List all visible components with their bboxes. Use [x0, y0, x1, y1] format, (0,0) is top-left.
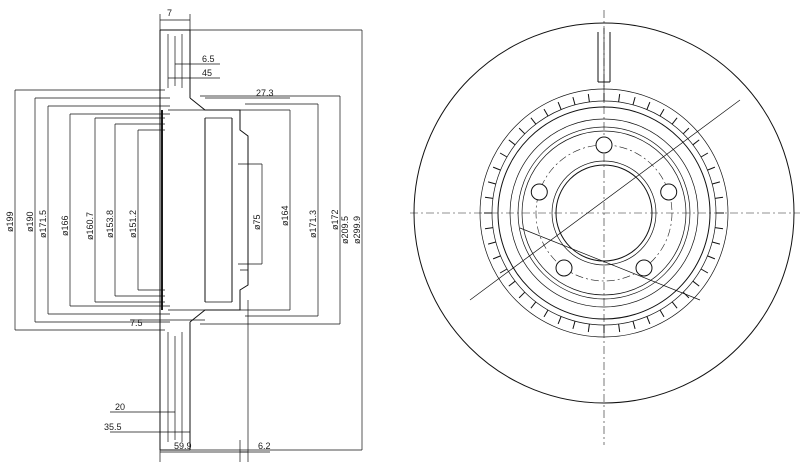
vent-slot: [671, 301, 678, 309]
dim-d171-5: ø171.5: [38, 210, 48, 238]
side-section-view: 7 6.5 45 27.3 ø199 ø190 ø171.5 ø166 ø160…: [5, 8, 363, 462]
vent-slot: [572, 96, 576, 105]
vent-slot: [714, 196, 724, 199]
vent-slot: [646, 101, 651, 110]
dim-inner-7-5: 7.5: [130, 318, 143, 328]
vent-slot: [557, 316, 562, 325]
vent-slot: [487, 241, 496, 245]
dim-bottom-35-5: 35.5: [104, 422, 122, 432]
vent-slot: [671, 117, 678, 125]
vent-slot: [499, 152, 508, 158]
dim-bottom-59-9: 59.9: [174, 441, 192, 451]
vent-slot: [518, 291, 526, 299]
centre-bore: [555, 164, 653, 262]
vent-slot: [707, 166, 716, 171]
dim-top-27-3: 27.3: [256, 88, 274, 98]
dim-d190: ø190: [25, 211, 35, 232]
vent-slot: [618, 93, 621, 103]
vent-slot: [530, 117, 537, 125]
bolt-hole: [595, 136, 613, 154]
dim-d160-7: ø160.7: [85, 212, 95, 240]
vent-slot: [484, 227, 494, 230]
vent-slot: [587, 93, 590, 103]
disc-outer-edge: [413, 22, 795, 404]
bolt-hole: [635, 259, 653, 277]
vent-slot: [508, 139, 516, 146]
dim-bottom-20: 20: [115, 402, 125, 412]
dim-top-7: 7: [167, 8, 172, 18]
vent-slot: [659, 309, 665, 318]
dim-d171-3: ø171.3: [308, 210, 318, 238]
vent-slot: [646, 316, 651, 325]
vent-slot: [682, 127, 690, 135]
bolt-holes: [530, 136, 678, 277]
vent-slot: [632, 96, 636, 105]
vent-slot: [682, 291, 690, 299]
vent-slot: [492, 255, 501, 260]
vent-slot: [692, 139, 700, 146]
vent-slot: [700, 152, 709, 158]
vent-slot: [659, 108, 665, 117]
vent-slot: [487, 181, 496, 185]
vent-slot: [518, 127, 526, 135]
dim-d75: ø75: [252, 214, 262, 230]
dim-d153-8: ø153.8: [105, 210, 115, 238]
dim-d199: ø199: [5, 211, 15, 232]
vent-slot: [530, 301, 537, 309]
bolt-hole: [660, 183, 678, 201]
dim-top-45: 45: [202, 68, 212, 78]
vent-slot: [712, 181, 721, 185]
dim-d164: ø164: [280, 205, 290, 226]
vent-slot: [692, 280, 700, 287]
dim-d209-5: ø209.5: [340, 216, 350, 244]
vent-slot: [499, 268, 508, 274]
vent-slot: [543, 309, 549, 318]
vent-slot: [618, 323, 621, 333]
vent-slot: [508, 280, 516, 287]
dim-d299-9: ø299.9: [352, 216, 362, 244]
front-view: [410, 10, 800, 445]
vent-slot: [700, 268, 709, 274]
bolt-hole: [530, 183, 548, 201]
vent-slot: [712, 241, 721, 245]
dim-d172: ø172: [330, 209, 340, 230]
vent-slot: [484, 196, 494, 199]
vent-slot: [492, 166, 501, 171]
dim-top-6-5: 6.5: [202, 54, 215, 64]
vent-slot: [707, 255, 716, 260]
vent-slot: [557, 101, 562, 110]
vent-slot: [714, 227, 724, 230]
vent-slot: [632, 321, 636, 330]
bolt-hole: [555, 259, 573, 277]
dim-d166: ø166: [60, 215, 70, 236]
vent-slot: [543, 108, 549, 117]
vent-slots: [484, 93, 724, 333]
dim-bottom-6-2: 6.2: [258, 441, 271, 451]
dim-d151-2: ø151.2: [128, 210, 138, 238]
vent-slot: [572, 321, 576, 330]
vent-slot: [587, 323, 590, 333]
